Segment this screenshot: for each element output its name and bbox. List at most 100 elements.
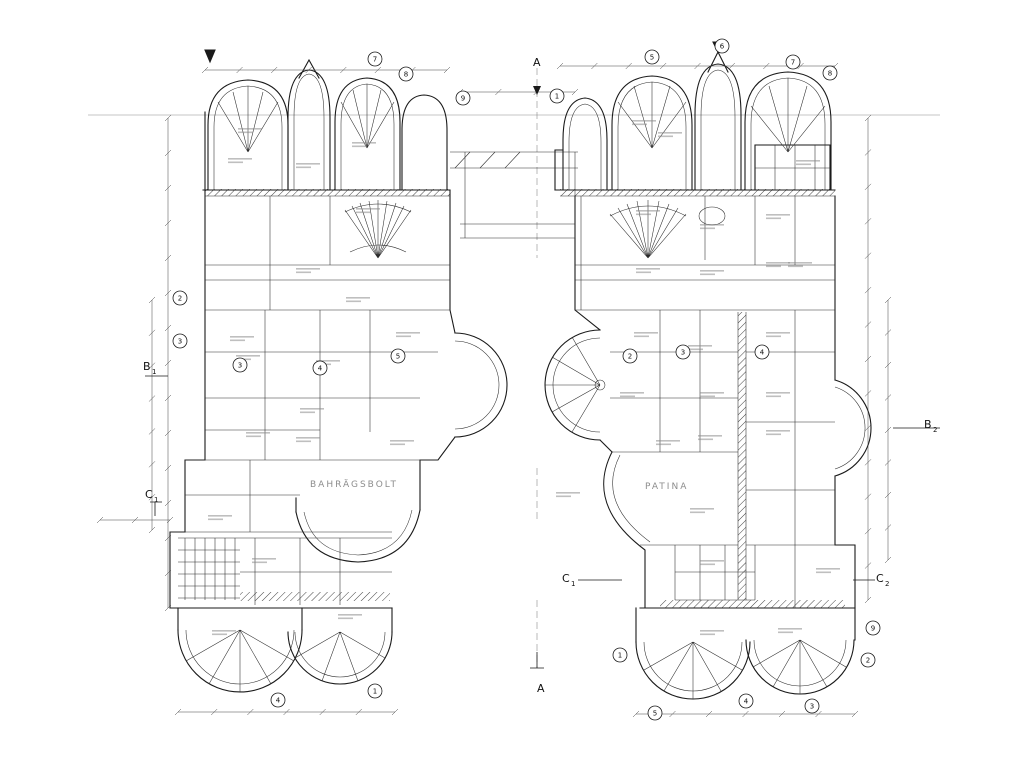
section-marker-b2-sub: 2 xyxy=(933,426,937,434)
micro-annotation xyxy=(352,145,367,148)
grid-bubble xyxy=(455,90,471,106)
grid-bubble-number: 4 xyxy=(744,698,749,706)
micro-annotation xyxy=(636,268,660,270)
micro-annotation xyxy=(634,335,649,338)
wall-outlines xyxy=(169,41,872,700)
grid-bubble xyxy=(865,620,881,636)
grid-bubble-number: 4 xyxy=(318,365,323,373)
micro-annotation xyxy=(228,161,243,164)
micro-annotation xyxy=(212,630,236,632)
micro-annotation xyxy=(690,511,705,514)
micro-annotation xyxy=(338,617,353,620)
grid-bubble xyxy=(172,333,188,349)
micro-annotation xyxy=(816,568,840,570)
micro-annotation xyxy=(238,128,262,130)
grid-bubble-number: 4 xyxy=(276,697,281,705)
grid-bubble xyxy=(232,357,248,373)
micro-annotation xyxy=(766,214,790,216)
micro-annotation xyxy=(208,515,232,517)
micro-annotation xyxy=(246,435,261,438)
grid-bubble-number: 4 xyxy=(760,349,765,357)
grid-bubble-number: 7 xyxy=(373,56,377,64)
grid-bubble-number: 2 xyxy=(866,657,870,665)
micro-annotation xyxy=(766,265,781,268)
grid-bubble xyxy=(312,360,328,376)
micro-annotation xyxy=(700,633,715,636)
micro-annotation xyxy=(338,614,362,616)
micro-annotation xyxy=(556,492,580,494)
grid-bubble-number: 7 xyxy=(791,59,795,67)
micro-annotation xyxy=(396,332,420,334)
micro-annotation xyxy=(700,563,715,566)
grid-bubble xyxy=(785,54,801,70)
micro-annotation xyxy=(212,633,227,636)
hatch-fills xyxy=(205,189,845,608)
grid-bubble-number: 9 xyxy=(871,625,875,633)
grid-bubble xyxy=(754,344,770,360)
micro-annotation xyxy=(296,271,311,274)
micro-annotation xyxy=(556,495,571,498)
micro-annotation xyxy=(700,392,724,394)
grid-bubble-number: 5 xyxy=(650,54,654,62)
room-label-right: PATINA xyxy=(645,482,688,492)
micro-annotation xyxy=(656,443,671,446)
micro-annotation xyxy=(700,224,724,226)
micro-annotation xyxy=(700,560,724,562)
grid-bubble xyxy=(675,344,691,360)
micro-annotation xyxy=(252,558,276,560)
grid-bubble-number: 3 xyxy=(681,349,685,357)
grid-bubble-number: 9 xyxy=(461,95,465,103)
grid-bubble-number: 5 xyxy=(653,710,657,718)
micro-annotation xyxy=(296,437,320,439)
grid-bubble xyxy=(647,705,663,721)
micro-annotation xyxy=(658,132,682,134)
micro-annotation xyxy=(634,332,658,334)
micro-annotation xyxy=(208,518,223,521)
micro-annotation xyxy=(228,158,252,160)
micro-annotation xyxy=(700,227,715,230)
section-marker-a-top: A xyxy=(533,56,541,69)
grid-bubble xyxy=(822,65,838,81)
micro-annotation xyxy=(698,435,722,437)
grid-bubble xyxy=(804,698,820,714)
micro-annotation xyxy=(766,395,781,398)
micro-annotation xyxy=(346,297,370,299)
micro-annotation xyxy=(796,160,820,162)
grid-bubble xyxy=(367,683,383,699)
micro-annotation xyxy=(316,360,340,362)
micro-annotation xyxy=(632,120,656,122)
micro-annotation xyxy=(700,273,715,276)
grid-bubble xyxy=(644,49,660,65)
grid-bubble-number: 8 xyxy=(404,71,408,79)
micro-annotation xyxy=(766,217,781,220)
micro-annotation xyxy=(236,355,260,357)
section-marker-c1-left-sub: 1 xyxy=(154,496,158,504)
micro-annotation xyxy=(230,339,245,342)
micro-annotation xyxy=(230,336,254,338)
micro-annotation xyxy=(816,571,831,574)
micro-annotation xyxy=(636,210,660,212)
micro-annotation xyxy=(778,631,793,634)
micro-annotation xyxy=(658,135,673,138)
grid-bubble xyxy=(390,348,406,364)
micro-annotation xyxy=(766,335,781,338)
labels: A A B 1 B 2 C 1 C 1 C 2 BAHRÄGSBOLT PATI… xyxy=(143,56,937,695)
micro-annotation xyxy=(300,411,315,414)
micro-annotation xyxy=(296,268,320,270)
section-marker-b1-sub: 1 xyxy=(152,368,156,376)
micro-annotation xyxy=(246,432,270,434)
micro-annotation xyxy=(766,262,790,264)
micro-annotation xyxy=(356,211,371,214)
micro-annotation xyxy=(620,395,635,398)
grid-bubble xyxy=(270,692,286,708)
micro-annotation xyxy=(766,392,790,394)
grid-bubble xyxy=(172,290,188,306)
section-marker-c1-mid-sub: 1 xyxy=(571,580,575,588)
grid-bubble-number: 3 xyxy=(810,703,814,711)
micro-annotation xyxy=(688,348,703,351)
micro-annotation xyxy=(346,300,361,303)
annotation-smudges xyxy=(208,120,840,636)
micro-annotation xyxy=(788,265,803,268)
